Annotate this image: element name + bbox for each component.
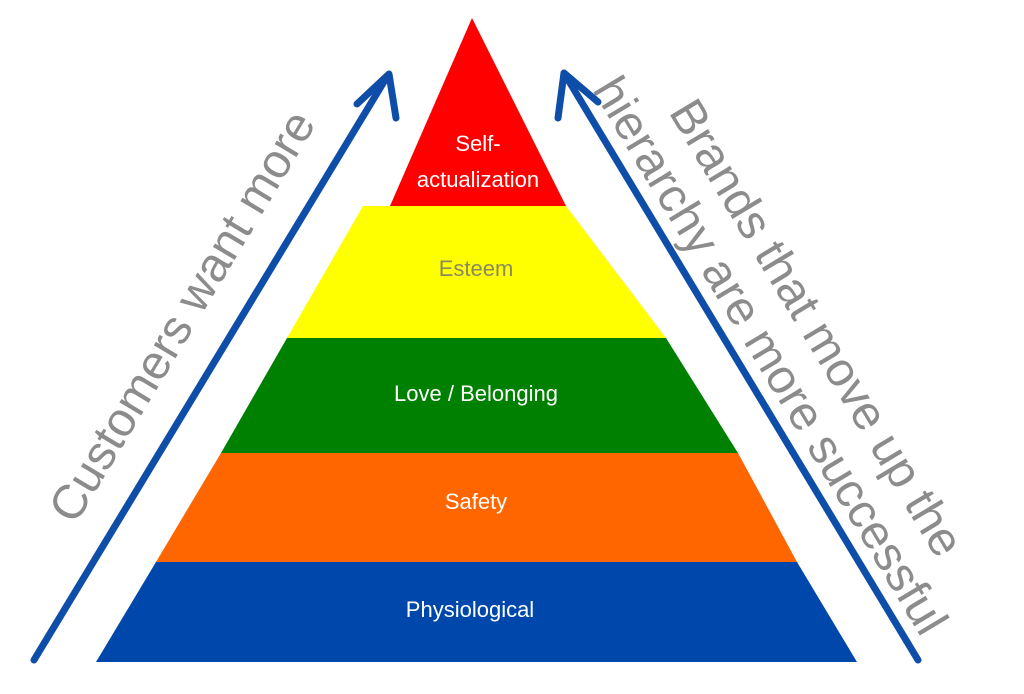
tier-label-self-actualization-line2: actualization <box>417 167 539 192</box>
tier-label-esteem: Esteem <box>439 256 514 281</box>
tier-safety <box>156 453 797 562</box>
right-arrowhead-icon <box>554 69 602 122</box>
tier-love-belonging <box>221 338 738 453</box>
left-arrow <box>30 76 389 664</box>
tier-label-love-belonging: Love / Belonging <box>394 381 558 406</box>
tier-label-safety: Safety <box>445 489 507 514</box>
tier-label-physiological: Physiological <box>406 597 534 622</box>
tier-esteem <box>287 206 666 338</box>
right-arrow <box>563 74 922 664</box>
left-arrowhead-icon <box>353 70 400 122</box>
tier-label-self-actualization-line1: Self- <box>455 131 500 156</box>
tier-physiological <box>96 562 857 662</box>
tier-self-actualization <box>390 18 566 206</box>
